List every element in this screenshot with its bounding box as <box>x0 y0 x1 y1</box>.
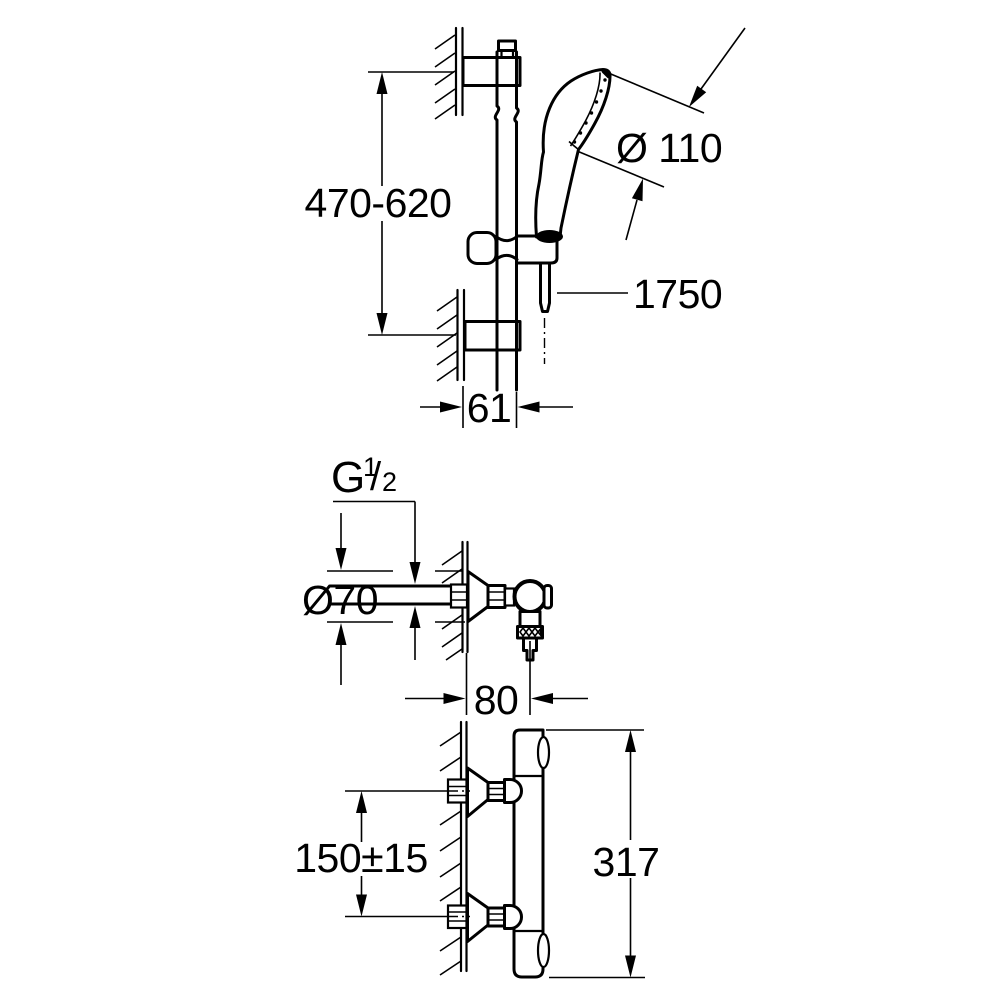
wall-section-top <box>434 26 464 120</box>
thermostat-body <box>512 728 551 979</box>
wall-section-lower <box>439 720 468 976</box>
escutcheon-cone <box>466 766 490 818</box>
dim-arrow-up <box>409 606 421 628</box>
dimension-connection-spacing: 150±15 <box>294 790 448 918</box>
dim-arrow-down <box>356 894 367 917</box>
dim-arrow-left <box>531 693 553 704</box>
dimension-thread-size: G 1 / 2 <box>331 452 421 660</box>
height-range-label: 470-620 <box>305 180 452 226</box>
spray-nozzle-dots <box>572 78 607 144</box>
wall-hatching <box>439 731 462 976</box>
dim-arrow-down <box>409 562 421 584</box>
dimension-wall-offset: 61 <box>420 385 573 431</box>
valve-front-view: 150±15 317 <box>294 720 660 979</box>
knurl-pattern <box>519 626 542 638</box>
spray-face-tip <box>601 68 612 79</box>
dim-arrow-up <box>356 791 367 813</box>
spray-face-rim <box>568 140 579 151</box>
rail-top-cap <box>497 39 517 52</box>
dim-arrow-up <box>376 72 388 94</box>
thread-denominator: 2 <box>382 467 397 497</box>
escutcheon-cone <box>466 892 490 943</box>
dim-arrow <box>689 85 707 107</box>
dimension-overall-height: 317 <box>546 729 660 979</box>
inlet-fitting-bottom <box>446 892 523 943</box>
knurled-hose-nut <box>516 625 544 640</box>
spray-face-inner-line <box>569 72 601 147</box>
inlet-fitting-top <box>446 766 523 818</box>
outlet-nipple <box>522 636 538 662</box>
thread-slash: / <box>370 455 382 499</box>
wall-section-bottom <box>436 288 466 382</box>
holder-waist <box>494 235 519 261</box>
wall-hatching <box>434 34 456 120</box>
dim-arrow-down <box>335 548 347 570</box>
valve-side-view: G 1 / 2 Ø70 <box>302 452 588 723</box>
dim-arrow <box>631 178 643 202</box>
rail-assembly-view: 470-620 <box>305 26 746 431</box>
escutcheon-cone <box>466 570 490 623</box>
dim-arrow-right <box>443 693 466 704</box>
holder-knob <box>466 231 498 265</box>
dimension-head-diameter: Ø 110 <box>576 27 746 241</box>
body-inlet-bulge <box>503 904 523 930</box>
dim-arrow-down <box>376 313 388 335</box>
dim-arrow-up <box>625 730 636 752</box>
body-inlet-bulge <box>503 778 523 804</box>
thread-letter: G <box>331 453 365 502</box>
connection-nut <box>486 781 506 802</box>
dimension-hose-length: 1750 <box>557 271 723 317</box>
outlet-boss-bottom <box>536 932 551 969</box>
holder-cup <box>515 234 559 265</box>
dim-arrow-right <box>440 401 462 413</box>
shower-hose <box>539 262 551 364</box>
dimension-height-range: 470-620 <box>305 71 456 336</box>
rail-bracket-bottom <box>463 320 522 352</box>
hand-shower-body <box>534 68 612 239</box>
connection-nut <box>486 584 507 609</box>
outlet-boss-top <box>536 735 551 770</box>
shower-holder <box>466 230 563 265</box>
shower-rail <box>461 39 522 392</box>
dim-arrow-up <box>335 623 347 645</box>
hose-length-label: 1750 <box>633 271 722 317</box>
outlet-stem <box>518 610 542 628</box>
wall-hatching <box>436 296 458 382</box>
hand-shower <box>534 68 612 239</box>
connection-spacing-label: 150±15 <box>294 835 428 881</box>
union-nut <box>449 583 469 609</box>
rail-bracket-top <box>461 56 522 87</box>
thread-numerator: 1 <box>363 452 378 482</box>
overall-height-label: 317 <box>593 839 660 885</box>
wall-depth-label: 80 <box>474 677 519 723</box>
thermostat-valve-side <box>466 570 553 662</box>
thermostat-knob-side <box>512 579 548 614</box>
escutcheon-diameter-label: Ø70 <box>302 577 378 623</box>
knob-end-cap <box>542 584 553 610</box>
connection-nut <box>486 906 506 928</box>
head-diameter-label: Ø 110 <box>616 125 722 171</box>
dim-arrow-left <box>517 401 540 413</box>
dimension-escutcheon-diameter: Ø70 <box>302 513 465 685</box>
dimension-wall-depth: 80 <box>405 641 588 723</box>
wall-offset-label: 61 <box>467 385 512 431</box>
dim-arrow-down <box>625 955 636 978</box>
